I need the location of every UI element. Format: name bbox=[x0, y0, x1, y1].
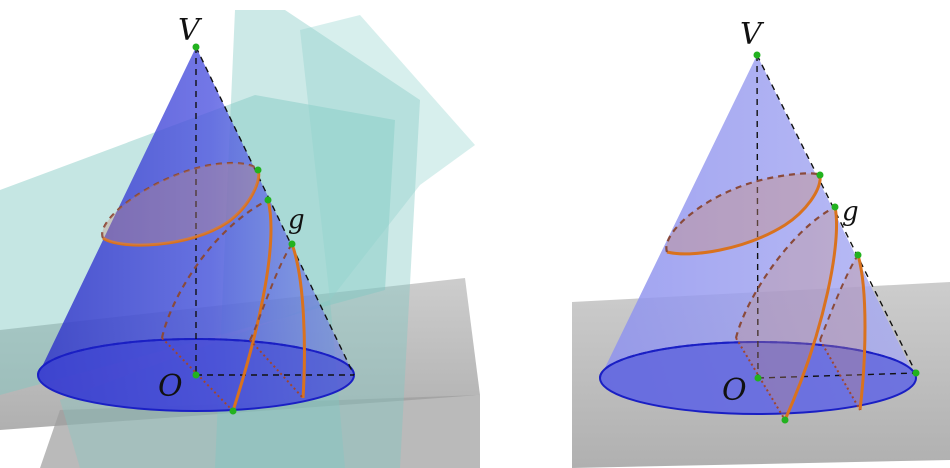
cone-axis bbox=[756, 54, 759, 379]
generatrix-label: g bbox=[288, 205, 305, 235]
generatrix-right bbox=[195, 46, 355, 376]
right-figure: V O g bbox=[572, 17, 950, 468]
cone-base-back-dashed bbox=[599, 341, 917, 379]
hyperbola-chord bbox=[819, 339, 861, 411]
base-radius bbox=[757, 372, 917, 379]
parabola-base-point bbox=[781, 416, 789, 424]
ellipse-top-point bbox=[254, 166, 262, 174]
center-point bbox=[754, 374, 762, 382]
parabola-section-front bbox=[783, 206, 839, 421]
ellipse-section-back bbox=[101, 161, 259, 239]
hyperbola-section-front bbox=[856, 254, 867, 411]
center-label: O bbox=[722, 373, 747, 408]
cone-base-back-dashed bbox=[37, 338, 355, 376]
left-figure: V O g bbox=[0, 10, 480, 468]
parabola-section-fill bbox=[736, 207, 837, 420]
hyperbola-section-dashed bbox=[249, 243, 293, 341]
parabola-base-point bbox=[229, 407, 237, 415]
parabola-top-point bbox=[831, 203, 839, 211]
hyperbola-top-point bbox=[288, 240, 296, 248]
parabola-chord bbox=[735, 337, 786, 421]
vertex-point bbox=[192, 43, 200, 51]
hyperbola-top-point bbox=[854, 251, 862, 259]
ellipse-section-fill bbox=[102, 163, 259, 246]
center-point bbox=[192, 371, 200, 379]
cone-body bbox=[38, 47, 354, 411]
ellipse-section-fill bbox=[666, 173, 821, 254]
parabola-section-dashed bbox=[734, 206, 836, 339]
hyperbola-section-fill bbox=[820, 255, 865, 410]
vertex-point bbox=[753, 51, 761, 59]
ellipse-top-point bbox=[816, 171, 824, 179]
parabola-section-dashed bbox=[160, 199, 269, 339]
hyperbola-section-front bbox=[290, 243, 306, 399]
hyperbola-chord bbox=[249, 339, 304, 399]
parabola-section-front bbox=[231, 199, 273, 412]
ellipse-section-front bbox=[666, 174, 822, 256]
parabola-top-point bbox=[264, 196, 272, 204]
ellipse-section-front bbox=[102, 169, 261, 247]
ground-plane-lower bbox=[40, 395, 480, 468]
vertex-label: V bbox=[740, 17, 765, 52]
cut-plane-3 bbox=[300, 15, 475, 300]
hyperbola-section-dashed bbox=[819, 254, 859, 341]
center-label: O bbox=[158, 369, 183, 404]
generatrix-label: g bbox=[842, 197, 859, 227]
vertex-label: V bbox=[178, 13, 203, 48]
ellipse-section-back bbox=[665, 172, 821, 253]
base-right-point bbox=[912, 369, 920, 377]
